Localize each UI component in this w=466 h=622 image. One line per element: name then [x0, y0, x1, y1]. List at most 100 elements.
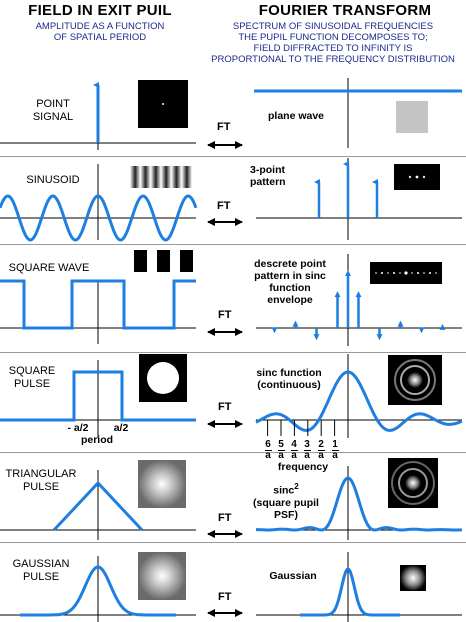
right-title: FOURIER TRANSFORM: [258, 2, 432, 19]
fraction-bar: [290, 450, 298, 451]
diffraction-dot: [429, 272, 431, 274]
fraction-denominator: a: [332, 450, 338, 461]
label-point-signal: POINT SIGNAL: [18, 98, 88, 124]
diffraction-dot: [435, 272, 437, 274]
label-triangular-pulse: TRIANGULAR PULSE: [2, 468, 80, 494]
row-square-pulse: [0, 354, 196, 438]
fraction-bar: [331, 450, 339, 451]
fraction-bar: [264, 450, 272, 451]
fraction-bar: [277, 450, 285, 451]
label-gaussian-pulse: GAUSSIAN PULSE: [2, 558, 80, 584]
spike-arrowhead: [313, 334, 320, 341]
ft-label-square-wave: FT: [218, 309, 232, 321]
label-line: pattern in sinc: [254, 270, 326, 282]
label-minus-a-half: - a/2: [67, 422, 89, 434]
point-dot: [162, 103, 164, 105]
sinc-curve: [255, 370, 463, 432]
label-plus-a-half: a/2: [113, 422, 129, 434]
left-subtitle: AMPLITUDE AS A FUNCTION OF SPATIAL PERIO…: [10, 21, 190, 43]
spike-arrowhead: [355, 291, 362, 298]
label-sinc-function: sinc function (continuous): [244, 367, 334, 391]
label-square-pulse: SQUARE PULSE: [2, 365, 62, 391]
fraction-numerator: 6: [265, 439, 271, 450]
label-sinusoid: SINUSOID: [18, 174, 88, 187]
row-separator: [0, 352, 466, 353]
right-subtitle-line: PROPORTIONAL TO THE FREQUENCY DISTRIBUTI…: [211, 54, 455, 65]
spike-arrowhead: [345, 270, 351, 276]
row-separator: [0, 156, 466, 157]
square-wave-curve: [0, 279, 196, 330]
sinusoid-fringe-image: [130, 166, 192, 188]
label-line: POINT: [36, 98, 70, 110]
spike-arrowhead: [439, 323, 446, 330]
ft-label-triangular: FT: [218, 512, 232, 524]
fraction-numerator: 3: [304, 439, 310, 450]
row-separator: [0, 452, 466, 453]
diffraction-dot: [415, 175, 419, 179]
triangular-curve: [52, 480, 144, 532]
row-sinc-squared: [256, 458, 463, 540]
label-sinc-squared: sinc2 (square pupil PSF): [246, 481, 326, 521]
row-discrete-sinc: [256, 254, 462, 346]
label-line: sinc function: [256, 367, 322, 379]
row-point-signal: [0, 80, 196, 150]
ft-label-sinusoid: FT: [217, 200, 231, 212]
row-separator: [0, 542, 466, 543]
slit-bar: [134, 250, 147, 272]
diffraction-dot: [393, 272, 395, 274]
plane-wave-image: [396, 101, 428, 133]
diffraction-dot: [411, 272, 413, 274]
fraction-numerator: 5: [278, 439, 284, 450]
airy-disk: [407, 372, 423, 388]
label-period: period: [80, 434, 114, 446]
psf-ring: [398, 468, 428, 498]
spike-arrowhead: [397, 320, 404, 327]
label-plane-wave: plane wave: [258, 110, 334, 122]
discrete-spikes-group: [271, 270, 446, 341]
gaussian-spot-image: [400, 565, 426, 591]
label-line: PSF): [274, 508, 298, 521]
label-line: PULSE: [13, 378, 51, 390]
left-title: FIELD IN EXIT PUIL: [28, 2, 172, 19]
row-sinc: [255, 354, 463, 438]
label-line: envelope: [267, 294, 313, 306]
row-triangular: [0, 460, 196, 540]
diffraction-dot: [381, 272, 383, 274]
ft-label-square-pulse: FT: [218, 401, 232, 413]
fraction-denominator: a: [291, 450, 297, 461]
square-pulse-curve: [0, 370, 196, 422]
row-gaussian: [0, 552, 196, 622]
fraction-bar: [303, 450, 311, 451]
fraction-denominator: a: [265, 450, 271, 461]
sinc-text: sinc: [273, 484, 295, 497]
label-discrete-point-pattern: descrete point pattern in sinc function …: [240, 258, 340, 306]
fraction-denominator: a: [278, 450, 284, 461]
diffraction-dot: [387, 272, 389, 274]
label-line: plane wave: [267, 110, 325, 122]
spike-arrowhead: [292, 320, 299, 327]
airy-ring: [394, 359, 436, 401]
ft-label-gaussian: FT: [218, 591, 232, 603]
discrete-dots-group: [375, 271, 437, 275]
spike-arrowhead: [334, 291, 341, 298]
label-line: sinc2: [246, 481, 326, 497]
gaussian-apodized-image: [138, 552, 186, 600]
right-subtitle-line: THE PUPIL FUNCTION DECOMPOSES TO;: [238, 32, 428, 43]
row-sinusoid: [0, 164, 198, 242]
sinc-squared-curve: [256, 476, 463, 532]
diffraction-dot: [404, 271, 408, 275]
diffraction-dot: [408, 175, 412, 179]
gaussian-curve: [20, 565, 176, 617]
diffraction-dot: [399, 272, 401, 274]
sinc-ticks-group: [267, 420, 336, 436]
right-subtitle-line: SPECTRUM OF SINUSOIDAL FREQUENCIES: [232, 21, 434, 32]
left-subtitle-line: OF SPATIAL PERIOD: [53, 32, 147, 43]
label-square-wave: SQUARE WAVE: [4, 262, 94, 275]
left-subtitle-line: AMPLITUDE AS A FUNCTION: [35, 21, 165, 32]
label-line: GAUSSIAN: [12, 558, 70, 570]
